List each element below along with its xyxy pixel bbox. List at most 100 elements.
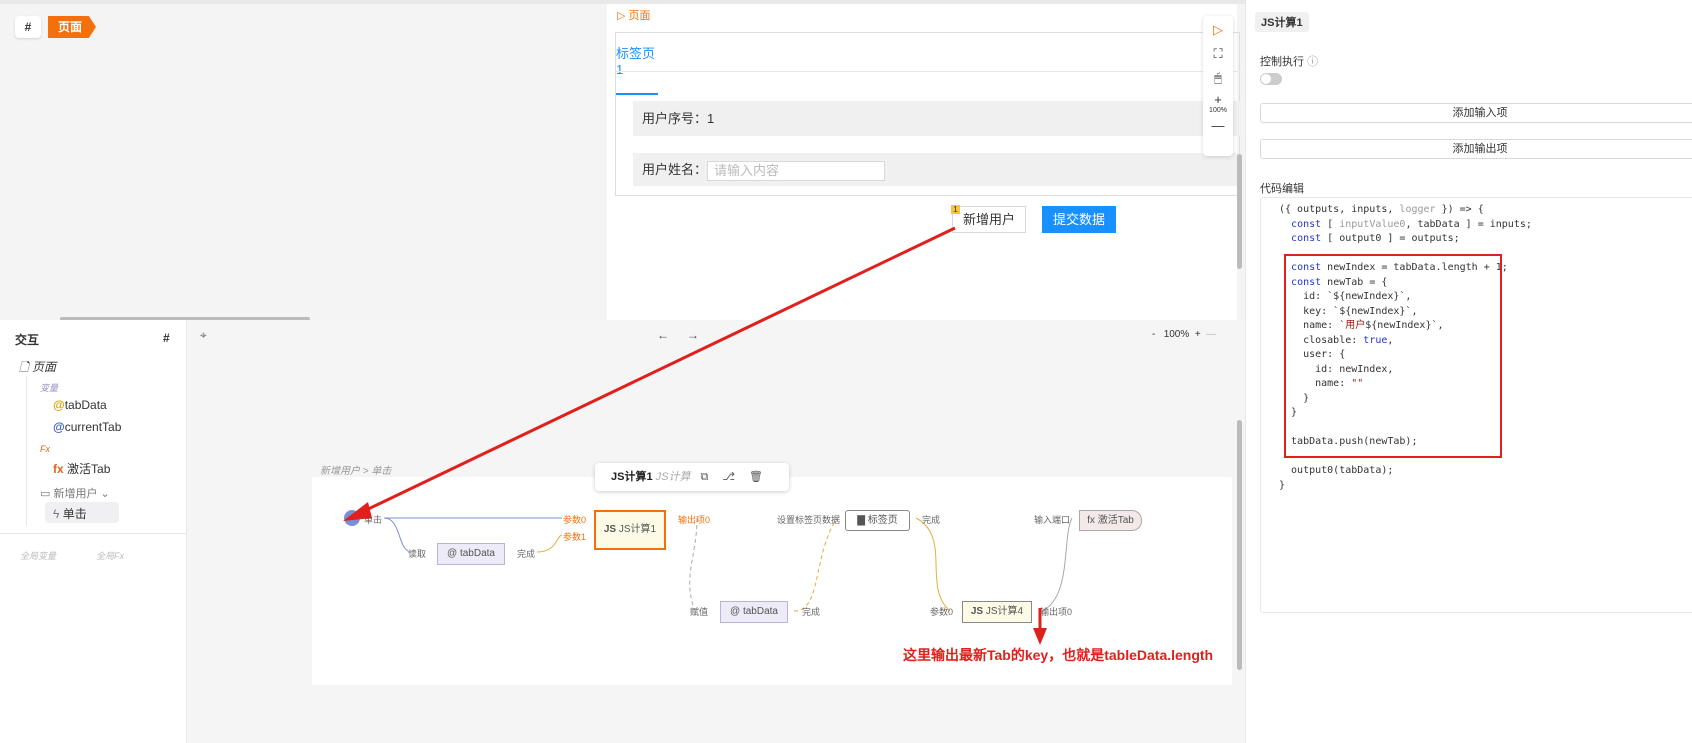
bolt-icon: ϟ: [53, 507, 63, 521]
var-tabdata[interactable]: @tabData: [53, 398, 107, 412]
js-node-1[interactable]: JS JS计算1: [594, 510, 666, 550]
code-label: 代码编辑: [1260, 183, 1304, 195]
event-click[interactable]: ϟ 单击: [45, 502, 119, 523]
hash-button[interactable]: #: [163, 331, 170, 345]
tree-page[interactable]: 🗋 页面: [19, 358, 56, 379]
locate-icon[interactable]: ⌖: [200, 328, 207, 342]
component-add-user[interactable]: ▭ 新增用户 ⌄: [40, 485, 110, 501]
user-no-value: 1: [707, 111, 715, 126]
var-label: currentTab: [64, 420, 122, 434]
wire: [915, 517, 951, 612]
port-label: 输入端口: [1034, 515, 1071, 525]
panel-title: 交互: [15, 333, 40, 347]
at-icon: @: [53, 420, 65, 434]
zoom-level: 100%: [1209, 107, 1227, 114]
port-label: 输出项0: [1040, 607, 1073, 617]
zoom-out-icon[interactable]: —: [1211, 118, 1225, 133]
highlight-box: [1284, 254, 1502, 458]
port-label: 参数0: [930, 607, 954, 617]
annotation-text: 这里输出最新Tab的key，也就是tableData.length: [903, 647, 1214, 663]
tabs-node[interactable]: ▇ 标签页: [845, 510, 910, 531]
hash-button[interactable]: #: [15, 16, 41, 38]
wire: [793, 517, 838, 612]
redo-icon[interactable]: →: [687, 328, 699, 342]
wire: [689, 517, 698, 612]
tab-divider: [616, 71, 1241, 72]
fx-node[interactable]: fx 激活Tab: [1079, 510, 1142, 531]
port-label: 单击: [364, 515, 383, 525]
control-label: 控制执行 ⓘ: [1260, 56, 1319, 68]
play-icon: ▷: [617, 10, 629, 22]
zoom-out-button[interactable]: -: [1152, 329, 1156, 340]
port-label: 参数1: [563, 532, 587, 542]
divider: [0, 533, 187, 534]
fx-icon: fx: [53, 462, 68, 476]
submit-button[interactable]: 提交数据: [1042, 206, 1116, 233]
run-icon[interactable]: ▷: [1213, 22, 1223, 37]
event-label: 单击: [62, 507, 87, 521]
properties-panel: JS计算1 控制执行 ⓘ 添加输入项 添加输出项 代码编辑 ({ outputs…: [1245, 0, 1692, 743]
undo-icon[interactable]: ←: [657, 328, 669, 342]
var-label: tabData: [64, 398, 107, 412]
horizontal-scrollbar[interactable]: [60, 317, 310, 321]
fx-activate-tab[interactable]: fx 激活Tab: [53, 460, 110, 477]
port-label: 完成: [802, 607, 821, 617]
page-title: ▷ 页面: [617, 7, 651, 23]
tabs-component[interactable]: 标签页1 用户序号：1 用户姓名：请输入内容: [615, 32, 1241, 196]
zoom-controls: - 100% + —: [1152, 329, 1216, 340]
user-name-label: 用户姓名：: [642, 162, 708, 177]
wire: [383, 517, 413, 553]
js-node-4[interactable]: JS JS计算4: [962, 601, 1032, 623]
user-no-label: 用户序号：: [642, 111, 708, 126]
page-tag[interactable]: 页面: [48, 16, 97, 38]
add-input-button[interactable]: 添加输入项: [1260, 103, 1692, 123]
chevron-down-icon: ⌄: [97, 488, 110, 500]
vertical-scrollbar[interactable]: [1237, 154, 1242, 269]
vars-label: 变量: [40, 383, 59, 393]
port-label: 完成: [517, 549, 536, 559]
zoom-in-button[interactable]: +: [1194, 329, 1201, 340]
fullscreen-icon[interactable]: ⛶: [1213, 46, 1223, 61]
user-no-row: 用户序号：1: [633, 101, 1241, 136]
minus-icon[interactable]: —: [1206, 329, 1217, 340]
button-icon: ▭: [40, 488, 54, 500]
var-currenttab[interactable]: @currentTab: [53, 420, 121, 434]
tree-icon[interactable]: ⎇: [722, 471, 736, 483]
component-tag: JS计算1: [1255, 12, 1309, 32]
user-name-row: 用户姓名：请输入内容: [633, 153, 1241, 186]
connections: [383, 517, 1073, 612]
info-icon: ⓘ: [1307, 56, 1319, 68]
copy-icon[interactable]: ⧉: [700, 471, 709, 483]
tab-1[interactable]: 标签页1: [616, 43, 658, 95]
fx-item-label: 激活Tab: [67, 462, 111, 476]
tree-page-label: 页面: [31, 360, 56, 374]
code-editor[interactable]: ({ outputs, inputs, logger }) => { const…: [1260, 197, 1692, 613]
interaction-panel: 交互 # 🗋 页面 变量 @tabData @currentTab Fx fx …: [0, 320, 187, 743]
preview-toolbar: ▷ ⛶ 🖱 + 100% —: [1203, 16, 1233, 156]
global-fx[interactable]: 全局Fx: [96, 551, 124, 561]
event-trigger[interactable]: [344, 510, 360, 526]
canvas-scrollbar[interactable]: [1237, 420, 1242, 670]
delete-icon[interactable]: 🗑: [749, 471, 763, 483]
control-toggle[interactable]: [1260, 73, 1282, 85]
user-name-input[interactable]: 请输入内容: [707, 160, 886, 181]
page-preview: ▷ 页面 标签页1 用户序号：1 用户姓名：请输入内容: [607, 4, 1241, 324]
port-label: 输出项0: [678, 515, 711, 525]
mouse-icon[interactable]: 🖱: [1214, 70, 1222, 85]
file-icon: 🗋: [19, 360, 32, 374]
port-label: 设置标签页数据: [777, 515, 841, 525]
zoom-in-icon[interactable]: +: [1214, 92, 1222, 107]
var-node-tabdata[interactable]: @ tabData: [437, 543, 505, 565]
fx-label: Fx: [40, 444, 50, 454]
wire: [536, 534, 563, 553]
wire: [1041, 517, 1073, 612]
port-label: 完成: [922, 515, 941, 525]
port-label: 赋值: [690, 607, 709, 617]
badge: 1: [951, 205, 960, 214]
add-output-button[interactable]: 添加输出项: [1260, 139, 1692, 159]
node-popup: JS计算1 JS计算⧉⎇🗑: [595, 463, 789, 491]
global-vars[interactable]: 全局变量: [20, 551, 57, 561]
var-node-tabdata-2[interactable]: @ tabData: [720, 601, 788, 623]
